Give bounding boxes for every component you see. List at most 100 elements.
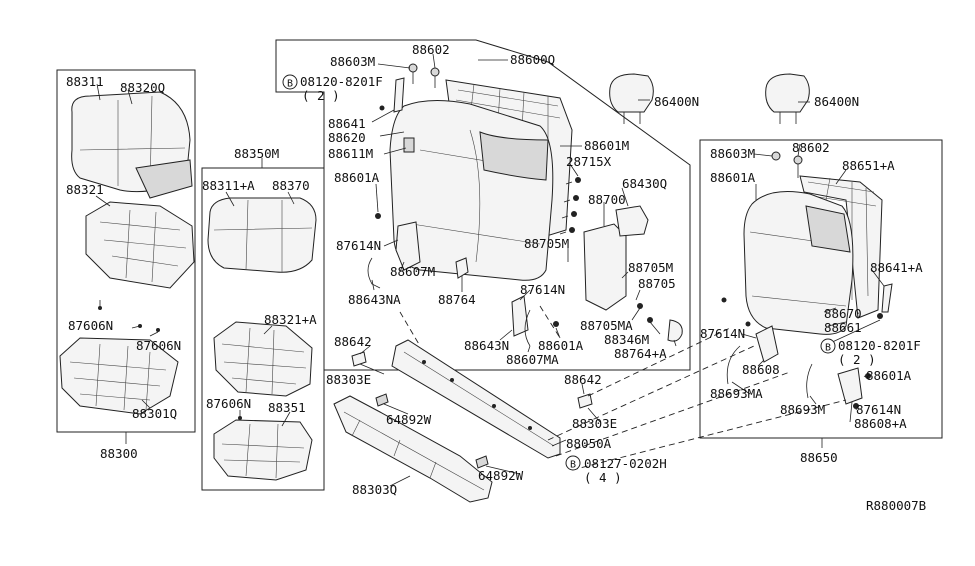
reference-code: R880007B (866, 498, 926, 513)
bolt-set-28715X (559, 177, 581, 235)
label-88321A: 88321+A (264, 312, 317, 327)
label-88643NA: 88643NA (348, 292, 401, 307)
label-87606N-b: 87606N (136, 338, 181, 353)
clip-87606N-left (98, 300, 160, 332)
label-88700: 88700 (588, 192, 626, 207)
label-88321: 88321 (66, 182, 104, 197)
trim-88303Q (333, 395, 493, 503)
label-87606N-c: 87606N (206, 396, 251, 411)
label-88320Q: 88320Q (120, 80, 165, 95)
hinge-88607M (367, 221, 469, 289)
armrest-88700 (583, 205, 649, 311)
label-88050A: 88050A (566, 436, 612, 451)
label-88651A: 88651+A (842, 158, 895, 173)
label-64892W-a: 64892W (386, 412, 432, 427)
hinge-88607MA (511, 295, 683, 347)
cushion-cover-88370 (207, 197, 317, 273)
label-87614N-b: 87614N (520, 282, 565, 297)
label-88603M-b: 88603M (710, 146, 755, 161)
label-87606N-a: 87606N (68, 318, 113, 333)
part-labels: 88311 88320Q 88321 87606N 87606N 88301Q … (66, 42, 926, 513)
headrest-86400N-right (765, 73, 810, 124)
clip-64892W (351, 351, 593, 469)
label-88608: 88608 (742, 362, 780, 377)
label-88642-b: 88642 (564, 372, 602, 387)
cushion-pad-88321 (85, 201, 195, 289)
label-68430Q: 68430Q (622, 176, 667, 191)
label-88303Q: 88303Q (352, 482, 397, 497)
label-08120-8201F-a: 08120-8201F (300, 74, 383, 89)
label-88602-a: 88602 (412, 42, 450, 57)
bolt-symbol-top: B (282, 74, 298, 90)
label-88303E-b: 88303E (572, 416, 617, 431)
label-88670: 88670 (824, 306, 862, 321)
label-88351: 88351 (268, 400, 306, 415)
bolt-symbol-right: B (820, 338, 836, 354)
label-88705MA: 88705MA (580, 318, 633, 333)
headrest-86400N-main (609, 73, 654, 124)
label-88764: 88764 (438, 292, 476, 307)
bracket-88050A (391, 339, 561, 459)
label-88607M: 88607M (390, 264, 435, 279)
label-88346M: 88346M (604, 332, 649, 347)
cushion-pad-88321A (213, 321, 313, 397)
box-seatback-right (699, 139, 943, 439)
label-88311: 88311 (66, 74, 104, 89)
label-qty-2-b: ( 2 ) (838, 352, 876, 367)
label-88693M: 88693M (780, 402, 825, 417)
label-88607MA: 88607MA (506, 352, 559, 367)
label-64892W-b: 64892W (478, 468, 524, 483)
label-88350M: 88350M (234, 146, 279, 161)
label-88705: 88705 (638, 276, 676, 291)
leader-lines (95, 53, 885, 487)
assembly-dashed-lines (399, 305, 847, 471)
label-88601A-a: 88601A (334, 170, 380, 185)
seatback-frame-88651A (799, 175, 883, 319)
label-88642-a: 88642 (334, 334, 372, 349)
label-28715X: 28715X (566, 154, 612, 169)
label-87614N-a: 87614N (336, 238, 381, 253)
label-88641A: 88641+A (870, 260, 923, 275)
bolt-symbol-bottom: B (565, 455, 581, 471)
cushion-frame-88301Q (59, 337, 179, 415)
seatback-cover-88670 (743, 191, 854, 335)
label-88301Q: 88301Q (132, 406, 177, 421)
label-88650: 88650 (800, 450, 838, 465)
label-88370: 88370 (272, 178, 310, 193)
cushion-frame-88351 (213, 416, 313, 481)
label-88603M-a: 88603M (330, 54, 375, 69)
fastener-88603M-top (375, 63, 440, 219)
label-88643N: 88643N (464, 338, 509, 353)
cushion-cover-88320Q (71, 91, 193, 199)
label-88601M: 88601M (584, 138, 629, 153)
label-88705M-a: 88705M (524, 236, 569, 251)
label-08120-8201F-b: 08120-8201F (838, 338, 921, 353)
label-88601A-d: 88601A (866, 368, 912, 383)
label-88601A-c: 88601A (710, 170, 756, 185)
label-qty-2-a: ( 2 ) (302, 88, 340, 103)
label-86400N-b: 86400N (814, 94, 859, 109)
label-88303E-a: 88303E (326, 372, 371, 387)
bolt-symbol-text: B (825, 343, 831, 354)
label-88300: 88300 (100, 446, 138, 461)
label-88641: 88641 (328, 116, 366, 131)
label-08127-0202H: 08127-0202H (584, 456, 667, 471)
label-88600Q: 88600Q (510, 52, 555, 67)
label-88601A-b: 88601A (538, 338, 584, 353)
label-88764A: 88764+A (614, 346, 667, 361)
label-87614N-c: 87614N (700, 326, 745, 341)
label-qty-4: ( 4 ) (584, 470, 622, 485)
label-86400N-a: 86400N (654, 94, 699, 109)
label-88611M: 88611M (328, 146, 373, 161)
label-87614N-d: 87614N (856, 402, 901, 417)
label-88620: 88620 (328, 130, 366, 145)
label-88311A: 88311+A (202, 178, 255, 193)
label-88608A: 88608+A (854, 416, 907, 431)
label-88693MA: 88693MA (710, 386, 763, 401)
bolt-symbol-text: B (287, 79, 293, 90)
bolt-symbol-text: B (570, 460, 576, 471)
label-88602-b: 88602 (792, 140, 830, 155)
label-88661: 88661 (824, 320, 862, 335)
label-88705M-b: 88705M (628, 260, 673, 275)
